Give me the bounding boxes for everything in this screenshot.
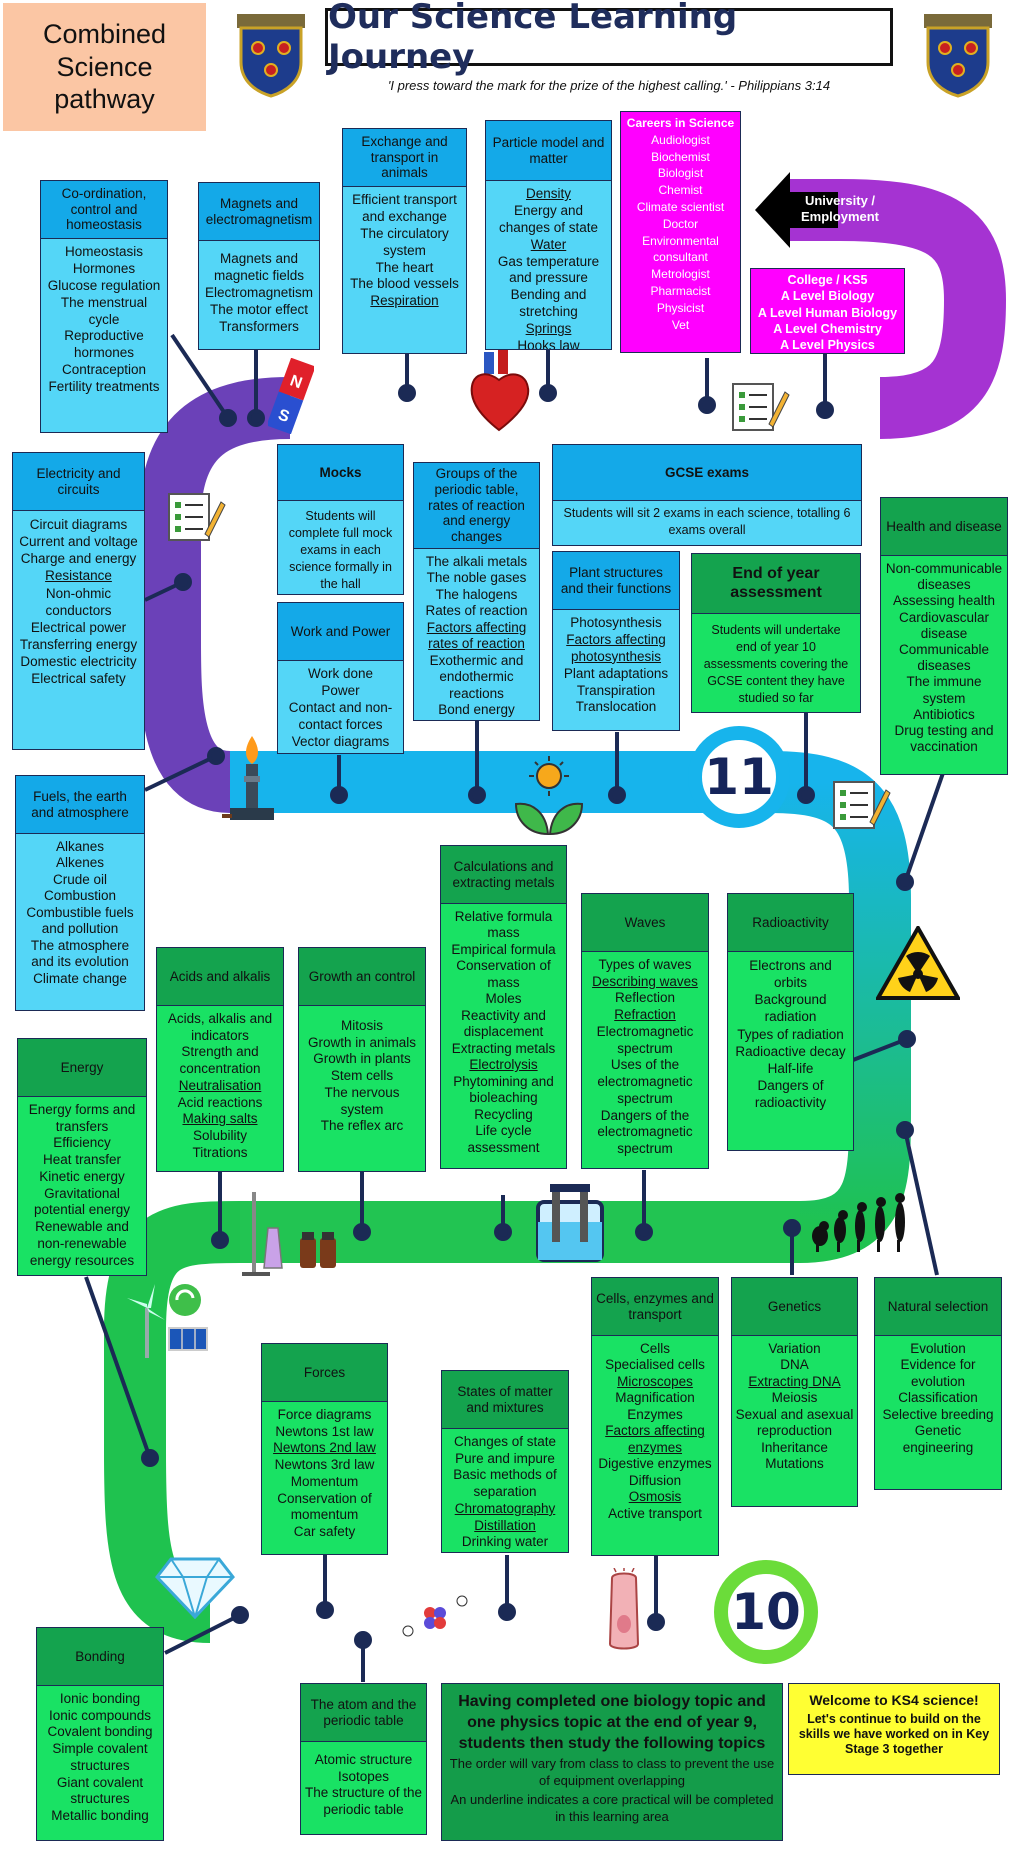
page-title: Our Science Learning Journey: [325, 0, 893, 77]
gcse-exams-box: GCSE exams Students will sit 2 exams in …: [552, 444, 862, 546]
end-of-year-box: End of year assessment Students will und…: [691, 553, 861, 713]
lab-glassware-icon: [242, 1192, 336, 1276]
year-11-badge: 11: [688, 726, 790, 828]
mocks-box: Mocks Students will complete full mock e…: [277, 444, 404, 595]
info-box: Having completed one biology topic and o…: [441, 1683, 783, 1841]
topic-natural-selection: Natural selection Evolution Evidence for…: [874, 1277, 1002, 1490]
photosynthesis-icon: [514, 756, 584, 836]
heart-icon: [470, 350, 530, 432]
topic-atom: The atom and the periodic table Atomic s…: [300, 1683, 427, 1835]
topic-growth: Growth an control Mitosis Growth in anim…: [298, 947, 426, 1172]
topic-forces: Forces Force diagrams Newtons 1st law Ne…: [261, 1343, 388, 1555]
topic-calculations: Calculations and extracting metals Relat…: [440, 845, 567, 1169]
topic-fuels: Fuels, the earth and atmosphere Alkanes …: [15, 775, 145, 1011]
topic-health: Health and disease Non-communicable dise…: [880, 497, 1008, 775]
school-crest-icon: [237, 14, 305, 98]
topic-electricity: Electricity and circuits Circuit diagram…: [12, 452, 145, 750]
electrolysis-icon: [536, 1184, 604, 1262]
renewable-energy-icon: [127, 1284, 208, 1358]
atom-icon: [402, 1589, 468, 1643]
cell-icon: [608, 1568, 640, 1650]
school-crest-icon: [924, 14, 992, 98]
topic-particle: Particle model and matter Density Energy…: [485, 120, 612, 350]
svg-text:N: N: [288, 372, 305, 392]
topic-radioactivity: Radioactivity Electrons and orbits Backg…: [727, 893, 854, 1151]
topic-work-power: Work and Power Work done Power Contact a…: [277, 602, 404, 754]
topic-coordination: Co-ordination, control and homeostasis H…: [40, 180, 168, 433]
topic-bonding: Bonding Ionic bonding Ionic compounds Co…: [36, 1627, 164, 1841]
magnet-icon: N S: [268, 358, 314, 434]
topic-energy: Energy Energy forms and transfers Effici…: [17, 1038, 147, 1276]
topic-magnets: Magnets and electromagnetism Magnets and…: [198, 182, 320, 350]
topic-genetics: Genetics Variation DNA Extracting DNA Me…: [731, 1277, 858, 1507]
topic-states-matter: States of matter and mixtures Changes of…: [441, 1370, 569, 1553]
bunsen-burner-icon: [222, 736, 274, 820]
topic-acids: Acids and alkalis Acids, alkalis and ind…: [156, 947, 284, 1172]
evolution-icon: [812, 1193, 905, 1252]
pathway-label: Combined Science pathway: [3, 3, 206, 131]
college-ks5-box: College / KS5 A Level Biology A Level Hu…: [750, 268, 905, 354]
year-10-badge: 10: [714, 1560, 818, 1664]
topic-waves: Waves Types of waves Describing waves Re…: [581, 893, 709, 1169]
diamond-icon: [155, 1557, 235, 1619]
bible-quote: 'I press toward the mark for the prize o…: [387, 78, 831, 93]
checklist-icon: [168, 493, 226, 541]
careers-box: Careers in Science Audiologist Biochemis…: [620, 111, 741, 353]
welcome-box: Welcome to KS4 science! Let's continue t…: [788, 1683, 1000, 1775]
topic-exchange: Exchange and transport in animals Effici…: [342, 128, 467, 354]
topic-cells: Cells, enzymes and transport Cells Speci…: [591, 1277, 719, 1556]
radiation-icon: [876, 926, 960, 1000]
topic-plant-structures: Plant structures and their functions Pho…: [552, 551, 680, 731]
checklist-icon: [833, 781, 891, 829]
checklist-icon: [732, 383, 790, 431]
university-employment-label: University / Employment: [800, 193, 879, 225]
topic-groups: Groups of the periodic table, rates of r…: [413, 462, 540, 721]
